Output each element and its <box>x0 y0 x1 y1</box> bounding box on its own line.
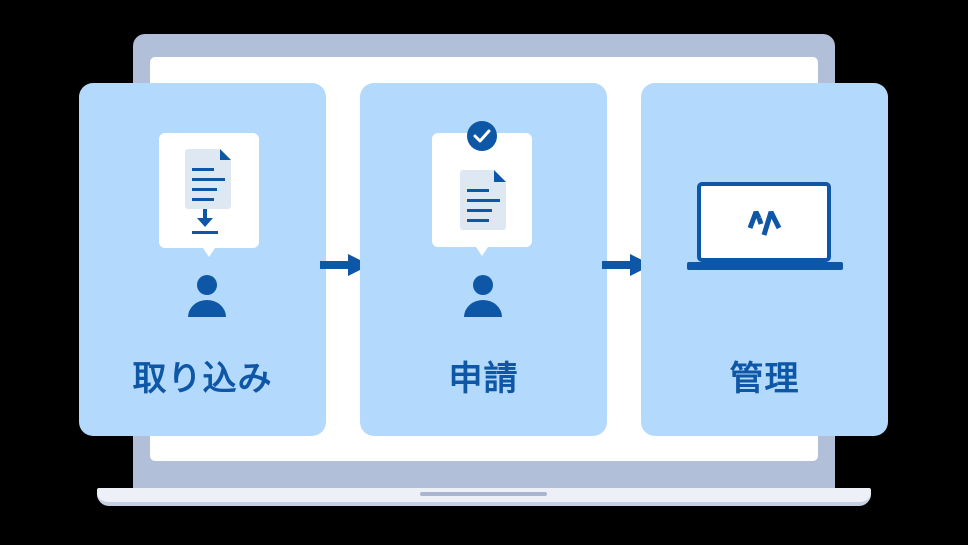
user-icon <box>188 275 226 317</box>
download-icon <box>192 209 218 234</box>
check-circle-icon <box>467 121 497 151</box>
step-label-manage: 管理 <box>729 359 800 399</box>
brand-logo-icon <box>747 210 782 236</box>
step-card-manage: 管理 <box>641 83 888 436</box>
step-label-apply: 申請 <box>448 359 519 399</box>
arrow-right-icon <box>320 254 370 276</box>
step-card-import: 取り込み <box>79 83 326 436</box>
laptop-notch <box>420 492 547 496</box>
document-icon <box>460 170 506 230</box>
laptop-icon <box>687 182 843 270</box>
document-icon <box>185 149 231 209</box>
user-icon <box>464 275 502 317</box>
step-card-apply: 申請 <box>360 83 607 436</box>
laptop-base <box>97 488 871 506</box>
step-label-import: 取り込み <box>132 359 273 399</box>
